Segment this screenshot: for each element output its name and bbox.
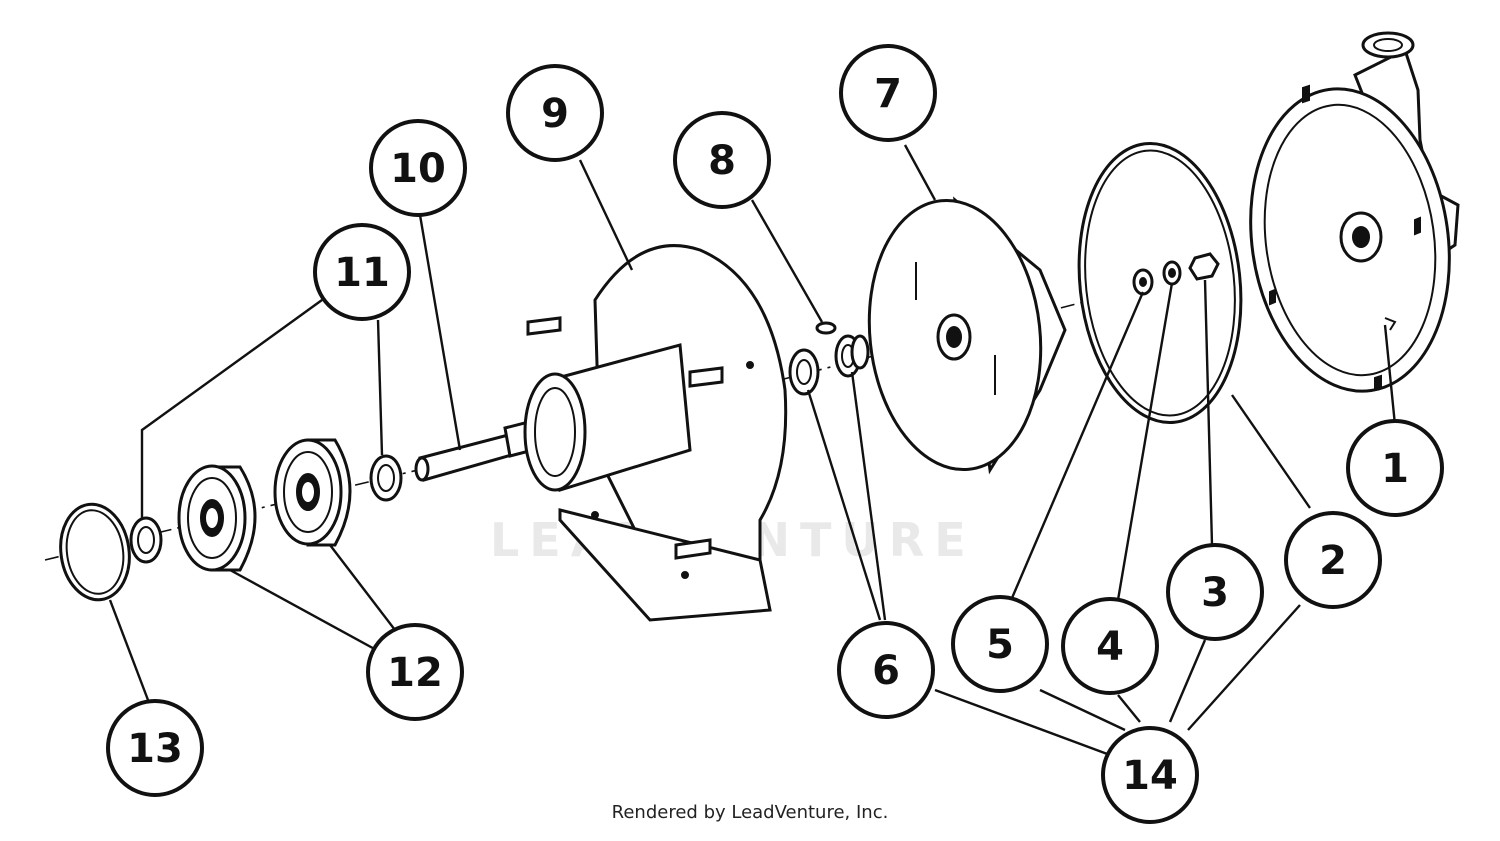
callout-10: 10 [369, 119, 467, 217]
callout-label: 2 [1319, 538, 1347, 584]
callout-9: 9 [506, 64, 604, 162]
callout-label: 6 [872, 648, 900, 694]
leader-12b [329, 544, 396, 631]
leader-14-3 [1168, 639, 1207, 723]
callout-label: 14 [1122, 753, 1178, 799]
leader-3 [1203, 279, 1214, 546]
callout-13: 13 [106, 699, 204, 797]
leader-8 [750, 199, 824, 323]
callout-label: 9 [541, 91, 569, 137]
part-5-washer [1132, 268, 1154, 296]
leader-12a [229, 568, 381, 654]
callout-11: 11 [313, 223, 411, 321]
part-3-nut [1188, 252, 1220, 281]
callout-label: 10 [390, 146, 446, 192]
callout-7: 7 [839, 44, 937, 142]
part-13-retaining-ring [59, 502, 131, 602]
callout-3: 3 [1166, 543, 1264, 641]
leader-2 [1231, 394, 1311, 509]
part-2-gasket [1077, 142, 1243, 424]
leader-1 [1383, 324, 1397, 426]
callout-label: 7 [874, 71, 902, 117]
part-7-impeller-plate [867, 196, 1067, 475]
part-4-lockwasher [1162, 260, 1182, 286]
leader-14-4 [1117, 694, 1141, 723]
callout-1: 1 [1346, 419, 1444, 517]
callout-4: 4 [1061, 597, 1159, 695]
part-6-seal-assembly [788, 334, 870, 396]
callout-label: 1 [1381, 446, 1409, 492]
leader-5 [1010, 291, 1145, 599]
leader-13 [108, 599, 150, 701]
part-12-bearing-right [273, 438, 352, 547]
leader-6b [850, 371, 887, 621]
leader-14-5 [1039, 688, 1126, 732]
part-12-bearing-left [177, 464, 257, 572]
leader-11b [376, 319, 384, 456]
leader-14-6 [934, 688, 1111, 757]
callout-2: 2 [1284, 511, 1382, 609]
leader-7 [903, 144, 937, 201]
leader-14-2 [1187, 604, 1301, 731]
callout-8: 8 [673, 111, 771, 209]
callout-label: 12 [387, 650, 443, 696]
part-1-pump-housing [1249, 31, 1460, 393]
leader-10 [418, 214, 462, 451]
part-11-washer-right [369, 454, 403, 502]
part-11-washer-left [129, 516, 163, 564]
callout-label: 13 [127, 726, 183, 772]
callout-label: 5 [986, 622, 1014, 668]
callout-label: 4 [1096, 624, 1124, 670]
part-8-small-fitting [815, 321, 837, 335]
callout-label: 3 [1201, 570, 1229, 616]
callout-label: 11 [334, 250, 390, 296]
credit-text: Rendered by LeadVenture, Inc. [612, 802, 889, 823]
callout-14: 14 [1101, 726, 1199, 824]
part-9-pedestal-bracket [523, 244, 788, 622]
callout-5: 5 [951, 595, 1049, 693]
callout-12: 12 [366, 623, 464, 721]
callout-label: 8 [708, 138, 736, 184]
leader-4 [1116, 282, 1174, 601]
leader-lines [108, 144, 1397, 757]
leader-9 [578, 159, 634, 271]
leader-11 [140, 299, 323, 520]
callout-6: 6 [837, 621, 935, 719]
leader-6a [806, 389, 882, 621]
